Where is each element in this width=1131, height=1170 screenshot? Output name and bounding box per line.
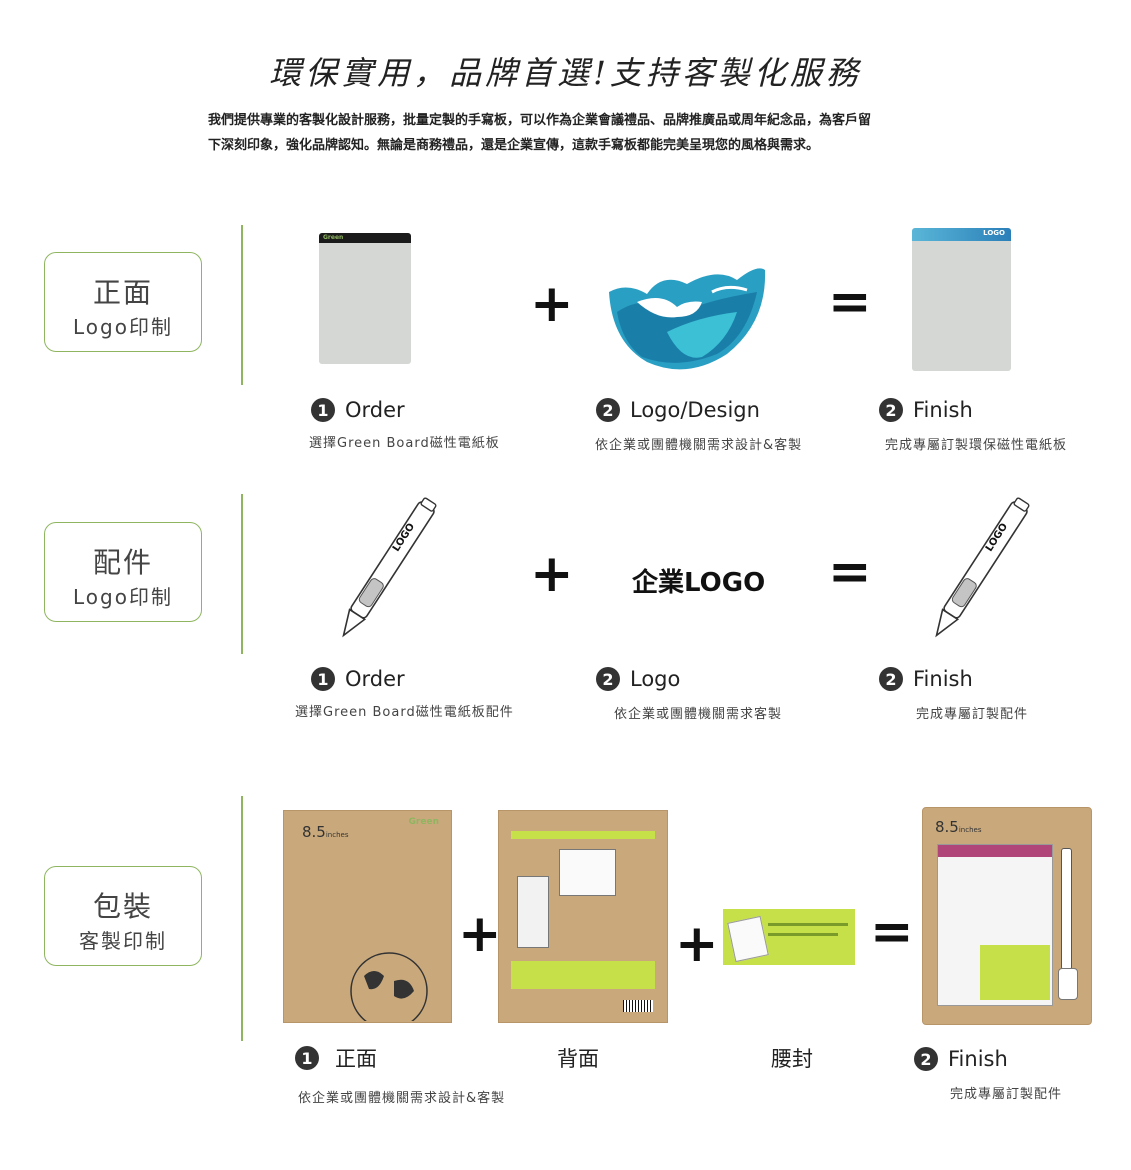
band-text-line [768,923,848,926]
section-divider [241,494,243,654]
pen-in-package [1061,848,1072,970]
step-number: 2 [596,667,620,691]
step-finish: 2 Finish [879,398,973,422]
intro-line-2: 下深刻印象，強化品牌認知。無論是商務禮品，還是企業宣傳，這款手寫板都能完美呈現您… [208,138,820,153]
equals-sign: = [870,902,914,962]
package-band-image [723,909,855,965]
section-front-subtitle: Logo印制 [73,315,173,339]
band-text-line [768,933,838,936]
package-size-label: 8.5inches [935,818,982,836]
equals-sign: = [828,272,872,332]
step-desc: 依企業或團體機關需求客製 [614,707,783,722]
back-caution-band [511,961,655,989]
step-title: 正面 [335,1047,377,1071]
equals-sign: = [828,542,872,602]
step-desc: 完成專屬訂製環保磁性電紙板 [885,438,1068,453]
band-board-illustration [727,915,769,963]
step-title: 背面 [557,1047,599,1071]
finished-board-wave-strip: LOGO [912,228,1011,241]
plus-sign: + [530,544,574,604]
stylus-pen-image: LOGO [342,497,437,638]
package-back-image [498,810,668,1023]
finished-package-image: 8.5inches [922,807,1092,1025]
step-desc: 選擇Green Board磁性電紙板 [309,436,500,451]
step-design: 2 Logo/Design [596,398,760,422]
finished-board-logo-text: LOGO [983,229,1005,237]
section-divider [241,225,243,385]
step-title: Finish [913,398,973,422]
step-title: 腰封 [771,1047,813,1071]
step-number: 2 [879,667,903,691]
barcode-icon [623,1000,653,1012]
board-top-strip: Green [319,233,411,243]
section-accessory-title: 配件 [92,546,153,579]
step-logo: 2 Logo [596,667,680,691]
step-number: 2 [914,1047,938,1071]
step-title: Order [345,398,405,422]
intro-line-1: 我們提供專業的客製化設計服務，批量定製的手寫板，可以作為企業會議禮品、品牌推廣品… [208,113,872,128]
section-front-title: 正面 [92,276,153,309]
plus-sign: + [458,904,502,964]
step-order: 1 Order [311,398,405,422]
step-band: 腰封 [771,1043,813,1073]
finished-board-image: LOGO [912,228,1011,371]
section-package-label: 包裝 客製印制 [44,866,202,966]
wave-design-image [609,268,766,370]
step-desc: 依企業或團體機關需求設計&客製 [595,438,803,453]
section-front-label: 正面 Logo印制 [44,252,202,352]
plus-sign: + [675,914,719,974]
globe-illustration [350,952,428,1021]
back-green-band [511,831,655,839]
step-number: 2 [596,398,620,422]
step-title: Logo/Design [630,398,760,422]
step-title: Finish [948,1047,1008,1071]
step-desc: 依企業或團體機關需求設計&客製 [298,1091,506,1106]
section-divider [241,796,243,1041]
step-front: 1 正面 [295,1043,377,1073]
step-finish: 2 Finish [879,667,973,691]
step-desc: 完成專屬訂製配件 [916,707,1029,722]
package-size-label: 8.5inches [302,823,349,841]
plus-sign: + [530,274,574,334]
stylus-pen-finished-image: LOGO [935,497,1030,638]
step-order: 1 Order [311,667,405,691]
section-accessory-subtitle: Logo印制 [73,585,173,609]
step-title: Finish [913,667,973,691]
section-package-subtitle: 客製印制 [79,929,167,953]
step-title: Order [345,667,405,691]
package-band-on-board [980,945,1050,1000]
package-brand: Green [408,817,439,827]
step-desc: 選擇Green Board磁性電紙板配件 [295,705,514,720]
board-brand-text: Green [323,234,344,241]
board-magenta-strip [938,845,1052,857]
back-fridge-illustration [517,876,549,948]
step-number: 2 [879,398,903,422]
eraser-in-package [1058,968,1078,1000]
step-title: Logo [630,667,681,691]
finished-board-in-package [937,844,1053,1006]
back-board-illustration [559,849,616,896]
step-number: 1 [311,667,335,691]
step-number: 1 [295,1046,319,1070]
section-package-title: 包裝 [92,890,153,923]
step-number: 1 [311,398,335,422]
writing-board-image: Green [319,233,411,364]
package-front-image: 8.5inches Green [283,810,452,1023]
corporate-logo-text: 企業LOGO [632,568,766,598]
step-back: 背面 [557,1043,599,1073]
page-title: 環保實用，品牌首選!支持客製化服務 [269,54,862,92]
step-desc: 完成專屬訂製配件 [950,1087,1063,1102]
section-accessory-label: 配件 Logo印制 [44,522,202,622]
step-finish: 2 Finish [914,1047,1008,1071]
